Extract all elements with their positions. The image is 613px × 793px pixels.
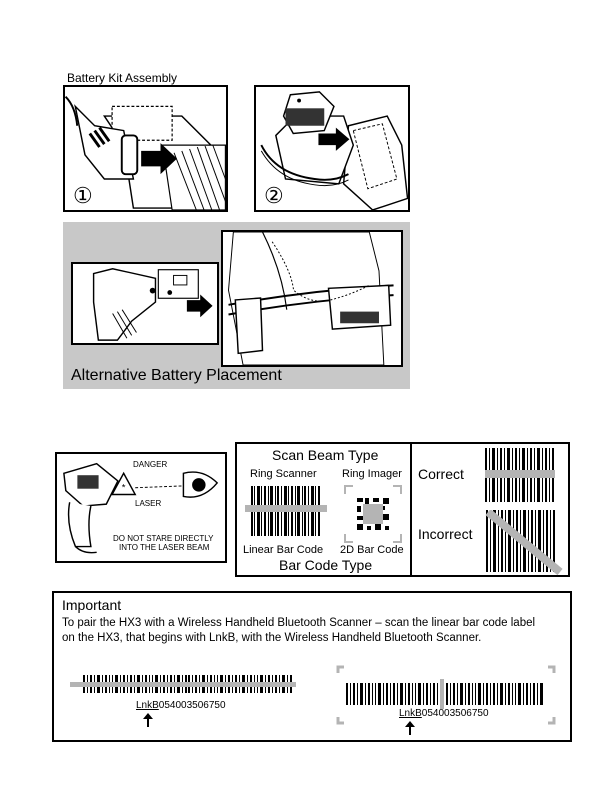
step2-number: ② [264, 183, 284, 208]
correct-barcode [485, 448, 555, 502]
2d-barcode-label: 2D Bar Code [340, 544, 404, 556]
battery-kit-title: Battery Kit Assembly [67, 71, 178, 85]
bar-code-type-label: Bar Code Type [279, 557, 373, 573]
important-heading: Important [62, 597, 122, 613]
correct-label: Correct [418, 466, 464, 482]
arrow-up-icon [143, 713, 153, 727]
incorrect-barcode [485, 510, 563, 576]
danger-label: DANGER [133, 460, 168, 469]
battery-clip-illustration [71, 262, 219, 345]
laser-warning-panel: * DANGER LASER DO NOT STARE DIRECTLY INT… [55, 452, 227, 563]
laser-warning-line1: DO NOT STARE DIRECTLY [113, 534, 214, 543]
scan-beam-title: Scan Beam Type [272, 447, 379, 463]
arrow-up-icon [405, 721, 415, 735]
step1-illustration: ① [63, 85, 228, 212]
lnkb-number-1: 054003506750 [158, 700, 226, 711]
imager-crosshair-2 [440, 679, 444, 709]
ring-scanner-beam [245, 505, 327, 512]
imager-frame-2 [336, 665, 556, 725]
linear-barcode-label: Linear Bar Code [243, 544, 324, 556]
2d-barcode [344, 485, 402, 543]
ring-scanner-label: Ring Scanner [250, 468, 317, 480]
important-body-line1: To pair the HX3 with a Wireless Handheld… [62, 617, 536, 629]
important-panel: Important To pair the HX3 with a Wireles… [52, 591, 572, 742]
important-body-line2: on the HX3, that begins with LnkB, with … [62, 632, 482, 644]
lnkb-label-2: LnkB054003506750 [399, 708, 489, 719]
lnkb-prefix-1: LnkB [136, 700, 159, 711]
scan-beam-panel: Scan Beam Type Ring Scanner Ring Imager … [235, 442, 412, 577]
alternative-placement-panel: Alternative Battery Placement [63, 222, 410, 389]
alternative-placement-caption: Alternative Battery Placement [71, 367, 282, 384]
lnkb-prefix-2: LnkB [399, 708, 422, 719]
ring-imager-label: Ring Imager [342, 468, 402, 480]
svg-text:*: * [122, 483, 126, 494]
lnkb-number-2: 054003506750 [421, 708, 489, 719]
scan-beam-1 [70, 682, 296, 687]
scan-usage-panel: Correct Incorrect [410, 442, 570, 577]
laser-label: LASER [135, 499, 162, 508]
step2-illustration: ② [254, 85, 410, 212]
laser-warning-line2: INTO THE LASER BEAM [119, 543, 210, 552]
incorrect-label: Incorrect [418, 526, 473, 542]
step1-number: ① [73, 183, 93, 208]
belt-placement-illustration [221, 230, 403, 367]
lnkb-barcode-2 [346, 683, 543, 705]
lnkb-label-1: LnkB054003506750 [136, 700, 226, 711]
